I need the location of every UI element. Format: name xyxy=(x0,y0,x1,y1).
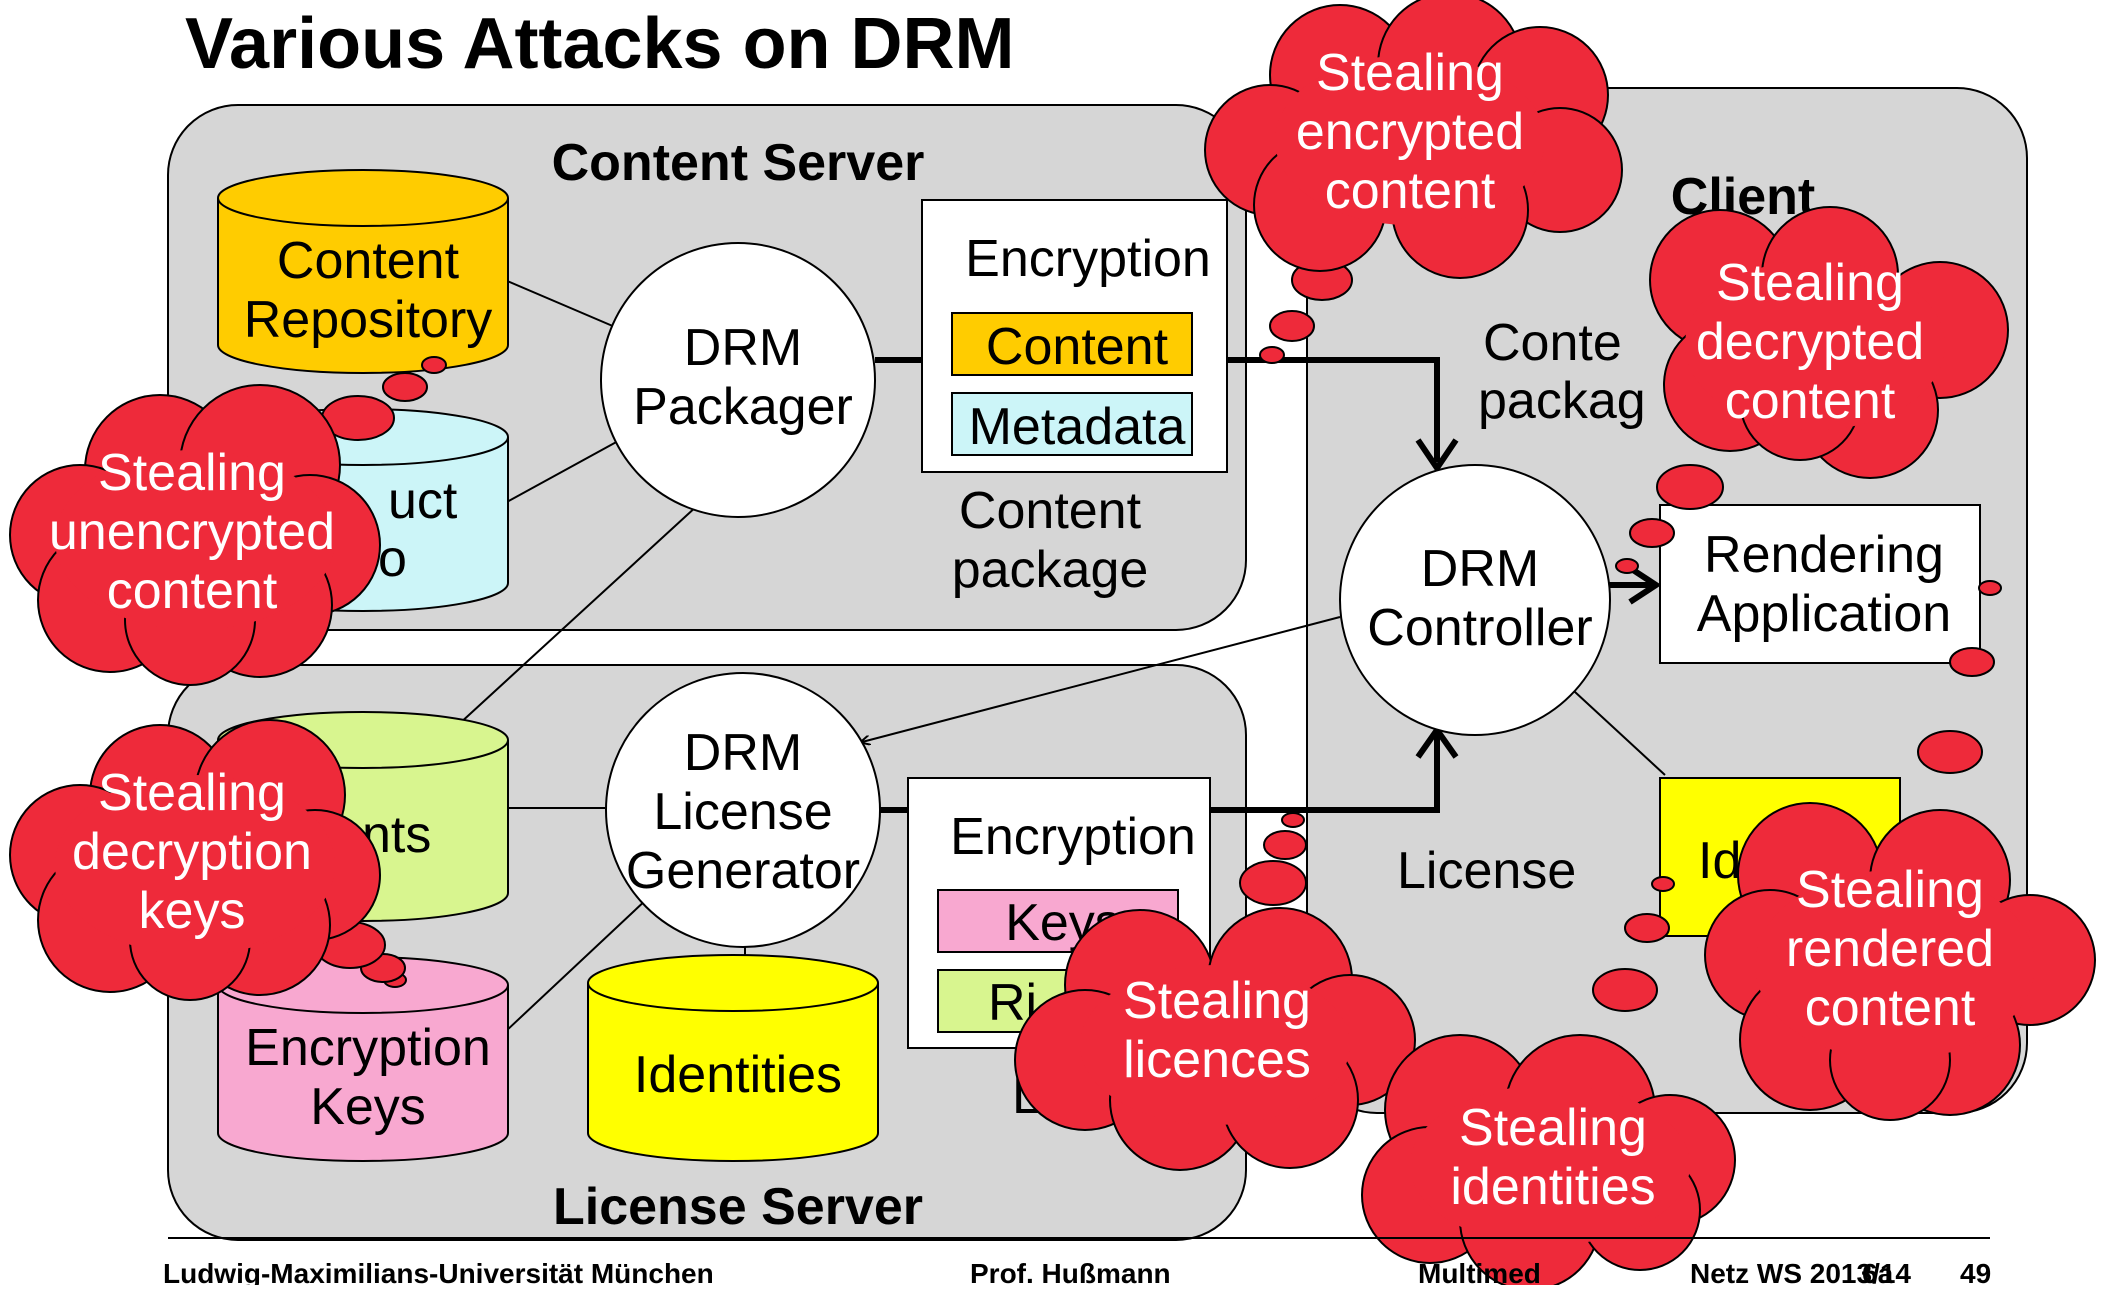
drm-license-generator-label-2: License xyxy=(653,783,832,841)
drm-license-generator-label-1: DRM xyxy=(684,724,802,782)
attack-decrypted-2: decrypted xyxy=(1696,313,1924,371)
thought-bubbles xyxy=(314,259,2002,1012)
rendering-application-label-1: Rendering xyxy=(1704,526,1944,584)
cloud-licences xyxy=(1014,907,1416,1171)
drm-packager: DRM Packager xyxy=(600,242,876,518)
client-content-package-label-1: Conte xyxy=(1483,314,1622,372)
drm-license-generator-label-3: Generator xyxy=(626,842,860,900)
attack-keys-2: decryption xyxy=(72,823,312,881)
content-field-label: Content xyxy=(986,318,1169,376)
footer-professor: Prof. Hußmann xyxy=(970,1258,1171,1285)
attack-decrypted-1: Stealing xyxy=(1716,254,1904,312)
attack-licences-2: licences xyxy=(1123,1031,1311,1089)
drm-packager-label-2: Packager xyxy=(633,378,853,436)
license-encryption-label: Encryption xyxy=(950,808,1196,866)
attack-licences-1: Stealing xyxy=(1123,972,1311,1030)
attack-clouds xyxy=(9,0,2096,1290)
product-info-label-2: o xyxy=(378,530,407,588)
identities-label: Identities xyxy=(634,1046,842,1104)
metadata-field xyxy=(951,392,1193,456)
cloud-keys xyxy=(9,719,381,1001)
metadata-field-label: Metadata xyxy=(969,398,1186,456)
attack-unencrypted-1: Stealing xyxy=(98,444,286,502)
cloud-decrypted xyxy=(1649,206,2009,479)
drm-packager-label-1: DRM xyxy=(684,319,802,377)
encryption-box-content: Encryption Content Metadata xyxy=(921,199,1228,473)
content-repository-label-2: Repository xyxy=(244,291,493,349)
attack-rendered-2: rendered xyxy=(1786,920,1994,978)
encryption-label: Encryption xyxy=(965,230,1211,288)
product-info-label-1: uct xyxy=(388,472,458,530)
client-content-package-label-2: packag xyxy=(1478,372,1646,430)
attack-encrypted-1: Stealing xyxy=(1316,44,1504,102)
rendering-application-label-2: Application xyxy=(1697,585,1951,643)
content-repository-cylinder: Content Repository xyxy=(217,169,509,374)
attack-labels: Stealing unencrypted content Stealing en… xyxy=(49,44,1994,1216)
attack-rendered-1: Stealing xyxy=(1796,861,1984,919)
footer-page-number: 49 xyxy=(1960,1258,1991,1285)
content-package-label-1: Content xyxy=(959,482,1142,540)
encryption-keys-label-2: Keys xyxy=(310,1078,426,1136)
license-server-title: License Server xyxy=(553,1178,923,1236)
content-package-label-2: package xyxy=(952,541,1149,599)
client-license-label: License xyxy=(1397,842,1576,900)
page-title: Various Attacks on DRM xyxy=(185,4,1015,84)
footer-course: Multimed xyxy=(1418,1258,1541,1285)
footer-university: Ludwig-Maximilians-Universität München xyxy=(163,1258,714,1285)
drm-license-generator: DRM License Generator xyxy=(605,672,881,948)
drm-controller-label-1: DRM xyxy=(1421,540,1539,598)
content-field xyxy=(951,312,1193,376)
attack-unencrypted-3: content xyxy=(107,562,278,620)
drm-controller-label-2: Controller xyxy=(1367,599,1592,657)
attack-rendered-3: content xyxy=(1805,979,1976,1037)
encryption-keys-label-1: Encryption xyxy=(245,1019,491,1077)
attack-encrypted-3: content xyxy=(1325,162,1496,220)
attack-keys-1: Stealing xyxy=(98,764,286,822)
attack-identities-1: Stealing xyxy=(1459,1099,1647,1157)
cloud-rendered xyxy=(1704,802,2096,1121)
cloud-encrypted xyxy=(1204,0,1623,279)
cloud-identities xyxy=(1361,1034,1736,1290)
identities-cylinder: Identities xyxy=(587,954,879,1162)
attack-unencrypted-2: unencrypted xyxy=(49,503,335,561)
cloud-unencrypted xyxy=(9,384,381,686)
rendering-application: Rendering Application xyxy=(1659,504,1981,664)
drm-controller: DRM Controller xyxy=(1339,464,1611,736)
content-repository-label-1: Content xyxy=(277,232,460,290)
attack-identities-2: identities xyxy=(1450,1158,1655,1216)
content-server-title: Content Server xyxy=(552,134,925,192)
footer-course-rest: Netz WS 2013/14 xyxy=(1690,1258,1911,1285)
attack-decrypted-3: content xyxy=(1725,372,1896,430)
footer-chapter: 6a xyxy=(1862,1258,1894,1285)
attack-keys-3: keys xyxy=(139,882,246,940)
attack-encrypted-2: encrypted xyxy=(1296,103,1524,161)
